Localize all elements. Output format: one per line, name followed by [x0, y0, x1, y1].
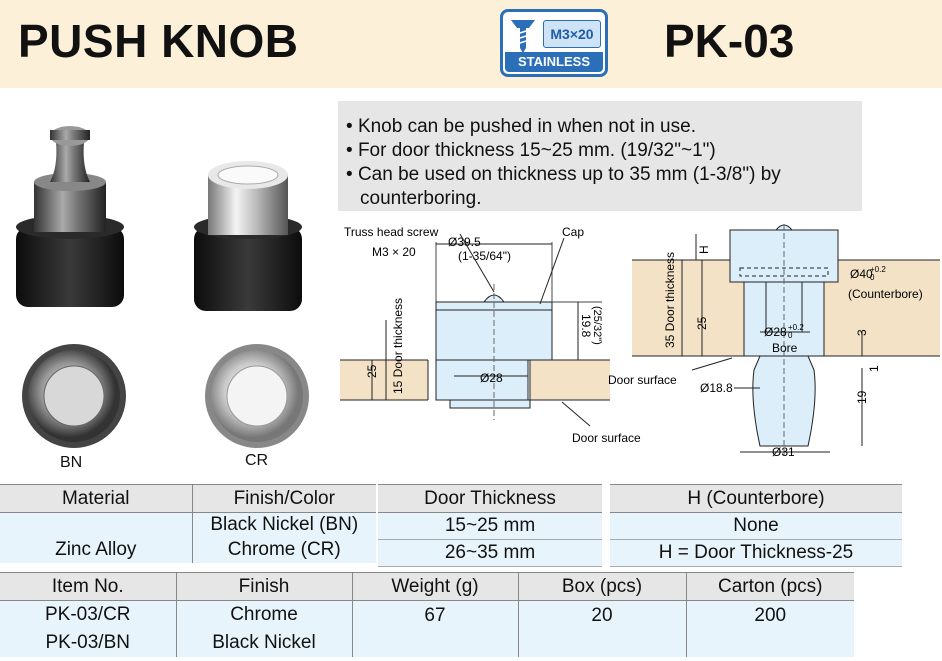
right-thickness: 35 Door thickness [663, 252, 677, 348]
technical-drawing: Ø39.5 (1-35/64") Truss head screw M3 × 2… [340, 224, 940, 459]
thickness-value: 15~25 mm [378, 512, 602, 540]
right-dim-19: 19 [855, 390, 869, 404]
bore-label: Bore [772, 341, 798, 355]
material-table: Material Finish/Color Zinc Alloy Black N… [0, 484, 376, 563]
item-no-header: Item No. [0, 572, 177, 601]
box-cell: 20 [518, 600, 687, 657]
page-header: PUSH KNOB M3×20 STAINLESS PK-03 [0, 0, 942, 88]
finish-header: Finish [176, 572, 353, 601]
box-header: Box (pcs) [518, 572, 687, 601]
counterbore-tol: +0.2 [870, 265, 886, 274]
right-dim-3: 3 [855, 329, 869, 336]
right-h: H [697, 245, 711, 254]
material-value: Zinc Alloy [0, 512, 193, 563]
model-number: PK-03 [664, 15, 795, 67]
right-dim-25: 25 [695, 316, 709, 330]
right-door-surface: Door surface [608, 373, 677, 387]
left-height: 19.8 [579, 314, 593, 338]
finish-value: Black Nickel (BN) [192, 512, 376, 538]
right-diagram: H 35 Door thickness 25 Ø40 +0.2 0 (Count… [608, 224, 940, 459]
bore-tol: +0.2 [788, 323, 804, 332]
stainless-badge: M3×20 STAINLESS [500, 9, 608, 77]
bore-tol-low: 0 [788, 331, 793, 340]
left-thickness: 15 Door thickness [391, 298, 405, 394]
item-no-cell: PK-03/BN [0, 628, 177, 657]
screw-icon [511, 20, 535, 53]
finish-value: Chrome (CR) [192, 537, 376, 563]
product-title: PUSH KNOB [18, 15, 299, 67]
left-bore: Ø28 [480, 371, 503, 385]
bn-knob-side-photo [16, 126, 124, 307]
right-dia-18: Ø18.8 [700, 381, 733, 395]
carton-header: Carton (pcs) [686, 572, 854, 601]
feature-item: Can be used on thickness up to 35 mm (1-… [342, 163, 862, 211]
carton-cell: 200 [686, 600, 854, 657]
counterbore-value: H = Door Thickness-25 [610, 539, 902, 567]
cr-knob-top-photo [205, 344, 309, 448]
left-height-in: (25/32") [591, 306, 603, 345]
left-dia-top-in: (1-35/64") [458, 249, 511, 263]
counterbore-dia: Ø40 [850, 267, 873, 281]
bn-knob-top-photo [22, 344, 126, 448]
right-dim-1: 1 [867, 365, 881, 372]
finish-color-header: Finish/Color [192, 484, 376, 513]
left-dim-25: 25 [365, 364, 379, 378]
weight-cell: 67 [352, 600, 519, 657]
material-header: Material [0, 484, 193, 513]
door-thickness-table: Door Thickness 15~25 mm 26~35 mm [378, 484, 602, 567]
cr-knob-side-photo [194, 161, 302, 311]
bn-caption: BN [60, 454, 83, 471]
right-dia-31: Ø31 [772, 445, 795, 459]
finish-cell: Chrome [176, 600, 353, 629]
left-door-surface: Door surface [572, 431, 641, 445]
counterbore-header: H (Counterbore) [610, 484, 902, 513]
bore-dia: Ø28 [764, 325, 787, 339]
item-no-cell: PK-03/CR [0, 600, 177, 629]
screw-spec: M3 × 20 [372, 245, 416, 259]
counterbore-value: None [610, 512, 902, 540]
cr-caption: CR [245, 452, 269, 469]
feature-item: For door thickness 15~25 mm. (19/32"~1") [342, 139, 862, 163]
counterbore-table: H (Counterbore) None H = Door Thickness-… [610, 484, 902, 567]
cap-label: Cap [562, 225, 584, 239]
finish-cell: Black Nickel [176, 628, 353, 657]
weight-header: Weight (g) [352, 572, 519, 601]
feature-item: Knob can be pushed in when not in use. [342, 115, 862, 139]
item-table: Item No. Finish Weight (g) Box (pcs) Car… [0, 572, 854, 657]
counterbore-tol-low: 0 [870, 273, 875, 282]
feature-list: Knob can be pushed in when not in use. F… [338, 101, 862, 211]
badge-screw-spec: M3×20 [543, 20, 601, 48]
thickness-value: 26~35 mm [378, 539, 602, 567]
counterbore-label: (Counterbore) [848, 287, 923, 301]
badge-material: STAINLESS [505, 52, 603, 72]
left-diagram: Ø39.5 (1-35/64") Truss head screw M3 × 2… [340, 225, 641, 445]
truss-label: Truss head screw [344, 225, 439, 239]
door-thickness-header: Door Thickness [378, 484, 602, 513]
